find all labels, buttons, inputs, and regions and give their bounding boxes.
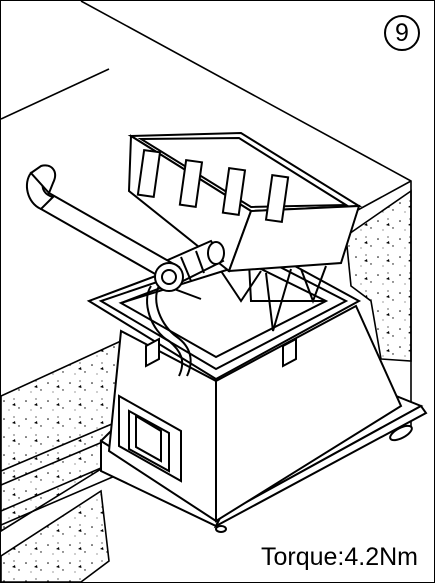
step-number: 9 bbox=[395, 18, 409, 47]
step-number-badge: 9 bbox=[384, 15, 420, 51]
device-insert bbox=[127, 131, 363, 332]
floor-box-housing bbox=[86, 239, 428, 533]
torque-caption: Torque:4.2Nm bbox=[258, 543, 420, 572]
cable bbox=[146, 285, 192, 377]
wrench bbox=[25, 164, 184, 292]
concrete-slab bbox=[1, 1, 412, 582]
